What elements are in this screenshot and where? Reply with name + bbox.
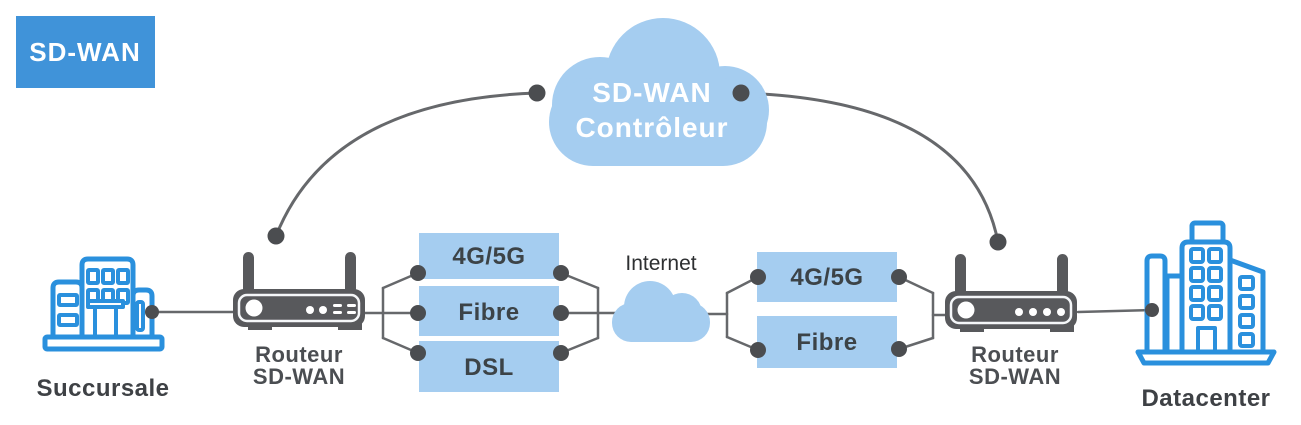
left-link-boxes: 4G/5G Fibre DSL (419, 233, 559, 392)
window (101, 268, 115, 285)
left-link-label-dsl: DSL (464, 354, 514, 381)
datacenter-label: Datacenter (1141, 385, 1270, 412)
left-link-label-4g5g: 4G/5G (452, 243, 525, 270)
controller-cloud-body (549, 78, 767, 166)
window (1189, 304, 1205, 321)
router-port (333, 304, 342, 307)
controller-cloud: SD-WAN Contrôleur (549, 18, 769, 166)
branch-connector-dot (145, 305, 159, 319)
left-link-box-fibre (419, 286, 559, 336)
window (135, 300, 145, 332)
internet-label: Internet (625, 252, 696, 275)
curve-endpoint-dot (528, 84, 546, 102)
curve-endpoint-dot (732, 84, 750, 102)
router-led (319, 306, 327, 314)
router-to-datacenter-line (1076, 308, 1154, 314)
router-led (1015, 308, 1023, 316)
router-led (957, 301, 975, 319)
link-dot (410, 345, 426, 361)
router-port (333, 311, 342, 314)
antenna-icon (345, 252, 356, 294)
internet-cloud: Internet (612, 252, 710, 342)
window (1238, 275, 1255, 291)
datacenter-door (1196, 326, 1217, 352)
router-led (306, 306, 314, 314)
window (1189, 247, 1205, 264)
router-body (945, 291, 1077, 329)
router-body (233, 289, 365, 327)
branch-left-annex (50, 279, 85, 341)
branch-label: Succursale (36, 375, 169, 402)
right-link-label-fibre: Fibre (796, 329, 857, 356)
router-led (245, 299, 263, 317)
title-badge: SD-WAN (16, 16, 155, 88)
branch-base (42, 334, 165, 352)
right-link-boxes: 4G/5G Fibre (757, 252, 897, 368)
controller-title-line1: SD-WAN (592, 77, 712, 108)
router-port (347, 311, 356, 314)
link-dot (750, 342, 766, 358)
router-port (347, 304, 356, 307)
right-link-box-4g5g (757, 252, 897, 302)
link-dot (553, 305, 569, 321)
link-dot (410, 305, 426, 321)
antenna-icon (955, 254, 966, 296)
internet-cloud-body (612, 303, 710, 342)
right-router-label-line2: SD-WAN (969, 364, 1061, 389)
router-led (1029, 308, 1037, 316)
window (1207, 285, 1223, 302)
datacenter-base (1135, 349, 1277, 366)
right-link-label-4g5g: 4G/5G (790, 264, 863, 291)
window (1238, 332, 1255, 348)
link-dot (410, 265, 426, 281)
link-dot (891, 341, 907, 357)
datacenter-left-tower (1144, 253, 1168, 355)
link-dot (750, 269, 766, 285)
left-link-box-4g5g (419, 233, 559, 279)
branch-building-icon (42, 256, 165, 352)
window (1189, 285, 1205, 302)
left-router-label-line1: Routeur (255, 342, 343, 367)
router-icon-left (233, 252, 365, 330)
window (1238, 313, 1255, 329)
router-icon-right (945, 254, 1077, 332)
window (116, 268, 130, 285)
curve-endpoint-dot (267, 227, 285, 245)
window (1207, 304, 1223, 321)
window (1189, 266, 1205, 283)
left-controller-curve (274, 91, 539, 238)
datacenter-building-icon (1135, 220, 1277, 366)
branch-door (93, 305, 118, 338)
router-body-ring (949, 295, 1073, 325)
title-badge-label: SD-WAN (29, 37, 140, 67)
controller-title-line2: Contrôleur (575, 112, 728, 143)
link-dot (891, 269, 907, 285)
window (57, 293, 79, 307)
window (1207, 247, 1223, 264)
title-badge-box (16, 16, 155, 88)
right-controller-curve (739, 91, 1000, 244)
link-dot (553, 345, 569, 361)
window (1207, 266, 1223, 283)
window (57, 313, 79, 327)
datacenter-connector-dot (1145, 303, 1159, 317)
connection-dots (145, 84, 1159, 361)
datacenter-left-strip (1164, 273, 1185, 355)
left-link-label-fibre: Fibre (458, 299, 519, 326)
window (86, 268, 100, 285)
right-link-box-fibre (757, 316, 897, 368)
link-dot (553, 265, 569, 281)
router-led (1057, 308, 1065, 316)
antenna-icon (243, 252, 254, 294)
right-router-label-line1: Routeur (971, 342, 1059, 367)
router-body-ring (237, 293, 361, 323)
left-link-box-dsl (419, 341, 559, 392)
window (1238, 294, 1255, 310)
antenna-icon (1057, 254, 1068, 296)
curve-endpoint-dot (989, 233, 1007, 251)
router-led (1043, 308, 1051, 316)
left-router-label-line2: SD-WAN (253, 364, 345, 389)
